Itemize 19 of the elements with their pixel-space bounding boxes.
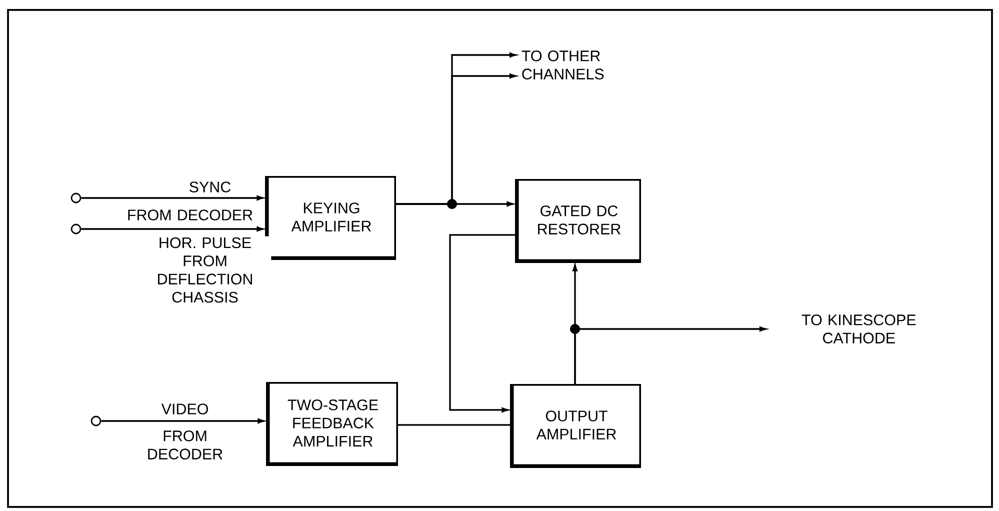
input-terminal xyxy=(70,224,82,234)
amplifier-box: TWO-STAGE FEEDBACK AMPLIFIER xyxy=(266,382,398,466)
output-label: TO KINESCOPE CATHODE xyxy=(802,314,916,344)
arrow xyxy=(101,418,265,424)
amplifier-box: GATED DC RESTORER xyxy=(515,179,641,263)
arrow xyxy=(449,234,518,412)
input-terminal xyxy=(90,416,102,426)
edge-label: HOR. PULSE FROM DEFLECTION CHASSIS xyxy=(158,237,252,303)
edge-label: VIDEO xyxy=(161,404,208,414)
arrow xyxy=(574,326,766,384)
output-label: TO OTHER CHANNELS xyxy=(522,50,604,80)
arrow xyxy=(81,226,264,232)
arrow xyxy=(81,196,264,200)
signal-label: FROM DECODER xyxy=(148,430,222,460)
amplifier-box: OUTPUT AMPLIFIER xyxy=(510,384,641,468)
edge-label: SYNC xyxy=(190,182,231,192)
amplifier-box: KEYING AMPLIFIER xyxy=(265,176,396,260)
signal-label: FROM DECODER xyxy=(128,210,252,220)
input-terminal xyxy=(70,192,82,204)
